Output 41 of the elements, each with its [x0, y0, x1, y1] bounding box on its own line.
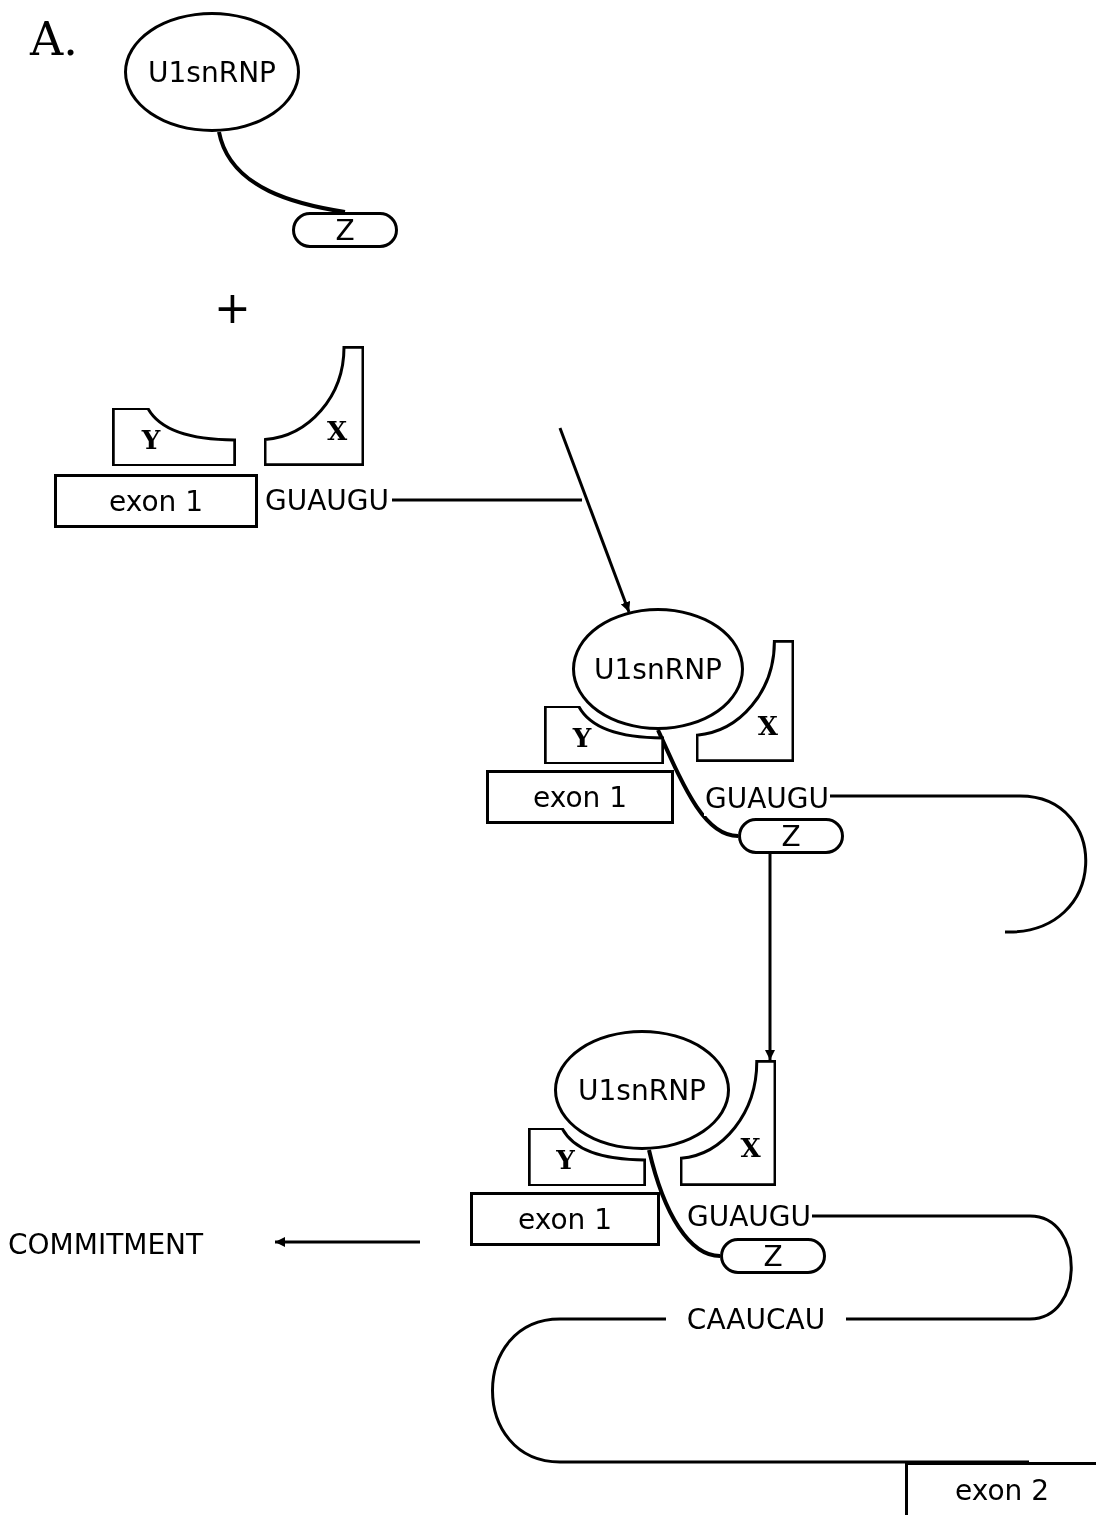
- node-label: COMMITMENT: [8, 1227, 204, 1261]
- protein-shape: [528, 1128, 646, 1186]
- arrow: [765, 854, 775, 1060]
- rna-strand-line: [392, 498, 582, 502]
- factor-name: Z: [335, 213, 355, 247]
- protein-letter: X: [740, 1133, 761, 1164]
- protein-letter: Y: [556, 1145, 575, 1176]
- exon-name: exon 1: [108, 484, 203, 518]
- rna-tether-line: [647, 1149, 721, 1258]
- exon-box: [54, 474, 258, 528]
- snrnp-name: U1snRNP: [594, 652, 722, 686]
- exon-name: exon 2: [954, 1473, 1049, 1507]
- protein-letter: Y: [141, 425, 161, 456]
- panel-letter: A.: [30, 12, 78, 66]
- protein-shape: [264, 346, 364, 466]
- rna-strand-line: [491, 1317, 1029, 1464]
- snrnp-name: U1snRNP: [148, 55, 276, 89]
- exon-box: [905, 1462, 1096, 1515]
- rna-tether-line: [217, 131, 346, 214]
- protein-shape: [112, 408, 236, 466]
- exon-name: exon 1: [532, 780, 627, 814]
- protein-shape: [544, 706, 664, 764]
- exon-name: exon 1: [517, 1202, 612, 1236]
- exon-box: [486, 770, 674, 824]
- plus-sign: +: [214, 282, 251, 333]
- rna-strand-line: [812, 1214, 1073, 1321]
- factor-pill: [720, 1238, 826, 1274]
- arrow: [558, 427, 631, 613]
- factor-name: Z: [763, 1239, 783, 1273]
- protein-letter: X: [757, 710, 778, 741]
- protein-letter: Y: [572, 723, 592, 754]
- factor-pill: [738, 818, 844, 854]
- snrnp-name: U1snRNP: [578, 1073, 706, 1107]
- factor-pill: [292, 212, 398, 248]
- rna-strand-line: [830, 794, 1088, 934]
- node-label: CAAUCAU: [686, 1302, 826, 1336]
- factor-name: Z: [781, 819, 801, 853]
- arrow: [275, 1237, 420, 1247]
- rna-tether-line: [656, 729, 739, 838]
- protein-letter: X: [327, 415, 348, 446]
- exon-box: [470, 1192, 660, 1246]
